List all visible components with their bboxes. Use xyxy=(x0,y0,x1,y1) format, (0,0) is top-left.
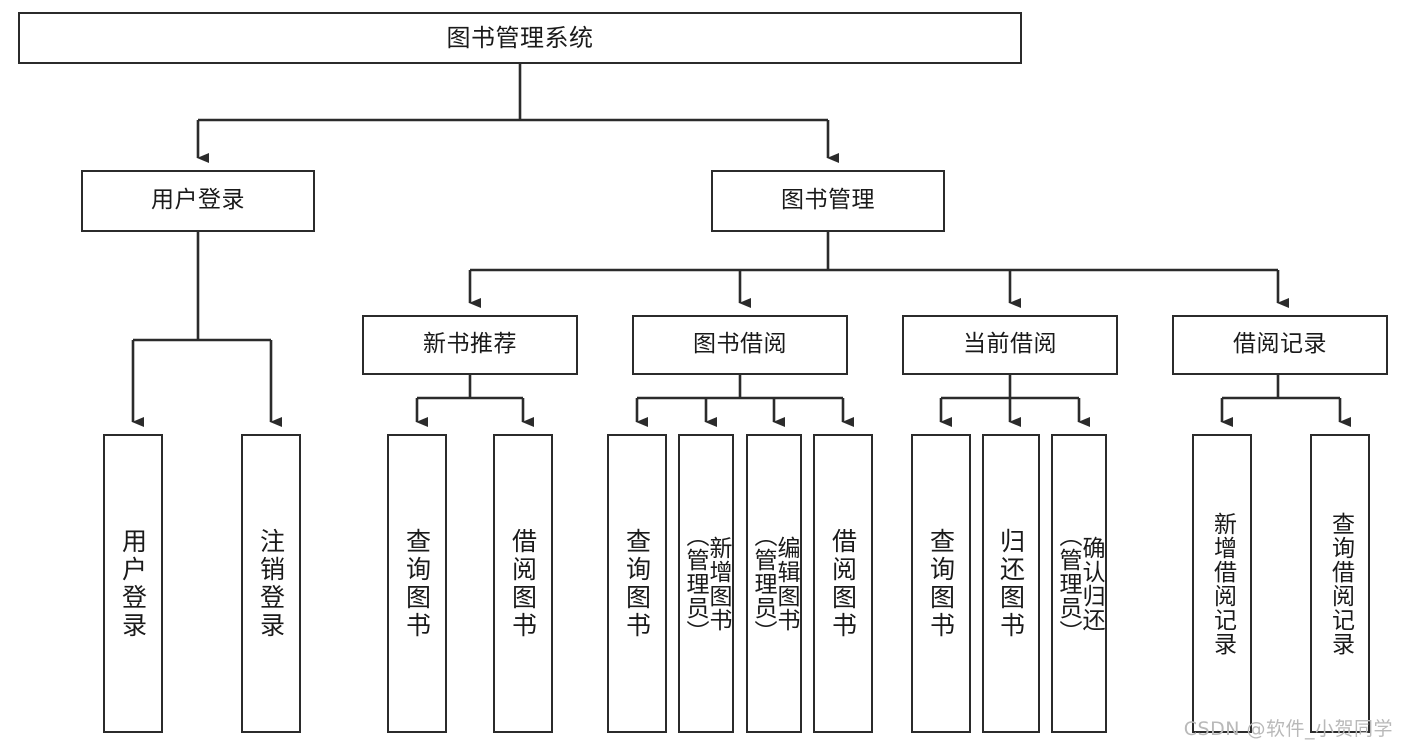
node-label: 借阅图书 xyxy=(828,527,858,640)
leaf-current-confirm-return-admin[interactable]: 确认归还 （管理员） xyxy=(1051,434,1107,733)
node-label: 新增图书 （管理员） xyxy=(682,523,731,644)
node-label: 图书管理系统 xyxy=(446,23,594,52)
node-label: 查询图书 xyxy=(402,527,432,640)
node-user-login[interactable]: 用户登录 xyxy=(81,170,315,232)
node-label: 注销登录 xyxy=(256,527,286,640)
leaf-borrow-add-book-admin[interactable]: 新增图书 （管理员） xyxy=(678,434,734,733)
node-label: 当前借阅 xyxy=(963,331,1057,358)
node-book-manage[interactable]: 图书管理 xyxy=(711,170,945,232)
node-label: 确认归还 （管理员） xyxy=(1055,523,1104,644)
node-label: 用户登录 xyxy=(151,187,245,214)
node-book-borrow[interactable]: 图书借阅 xyxy=(632,315,848,375)
leaf-current-return-book[interactable]: 归还图书 xyxy=(982,434,1040,733)
node-label: 用户登录 xyxy=(118,527,148,640)
leaf-current-query-book[interactable]: 查询图书 xyxy=(911,434,971,733)
node-label: 查询图书 xyxy=(926,527,956,640)
node-label: 查询图书 xyxy=(622,527,652,640)
node-new-book-recommend[interactable]: 新书推荐 xyxy=(362,315,578,375)
node-label: 图书管理 xyxy=(781,187,875,214)
node-label: 新增借阅记录 xyxy=(1209,511,1236,656)
node-label: 编辑图书 （管理员） xyxy=(750,523,799,644)
leaf-borrow-edit-book-admin[interactable]: 编辑图书 （管理员） xyxy=(746,434,802,733)
leaf-record-add-record[interactable]: 新增借阅记录 xyxy=(1192,434,1252,733)
leaf-borrow-do-borrow[interactable]: 借阅图书 xyxy=(813,434,873,733)
node-borrow-record[interactable]: 借阅记录 xyxy=(1172,315,1388,375)
node-current-borrow[interactable]: 当前借阅 xyxy=(902,315,1118,375)
node-label: 归还图书 xyxy=(996,527,1026,640)
node-label: 借阅图书 xyxy=(508,527,538,640)
node-label: 借阅记录 xyxy=(1233,331,1327,358)
leaf-record-query-record[interactable]: 查询借阅记录 xyxy=(1310,434,1370,733)
node-root-system[interactable]: 图书管理系统 xyxy=(18,12,1022,64)
node-label: 新书推荐 xyxy=(423,331,517,358)
node-label: 图书借阅 xyxy=(693,331,787,358)
leaf-borrow-query-book[interactable]: 查询图书 xyxy=(607,434,667,733)
leaf-user-login[interactable]: 用户登录 xyxy=(103,434,163,733)
leaf-recommend-query-book[interactable]: 查询图书 xyxy=(387,434,447,733)
leaf-user-logout[interactable]: 注销登录 xyxy=(241,434,301,733)
leaf-recommend-borrow-book[interactable]: 借阅图书 xyxy=(493,434,553,733)
node-label: 查询借阅记录 xyxy=(1327,511,1354,656)
watermark: CSDN @软件_小贺同学 xyxy=(1183,718,1393,740)
